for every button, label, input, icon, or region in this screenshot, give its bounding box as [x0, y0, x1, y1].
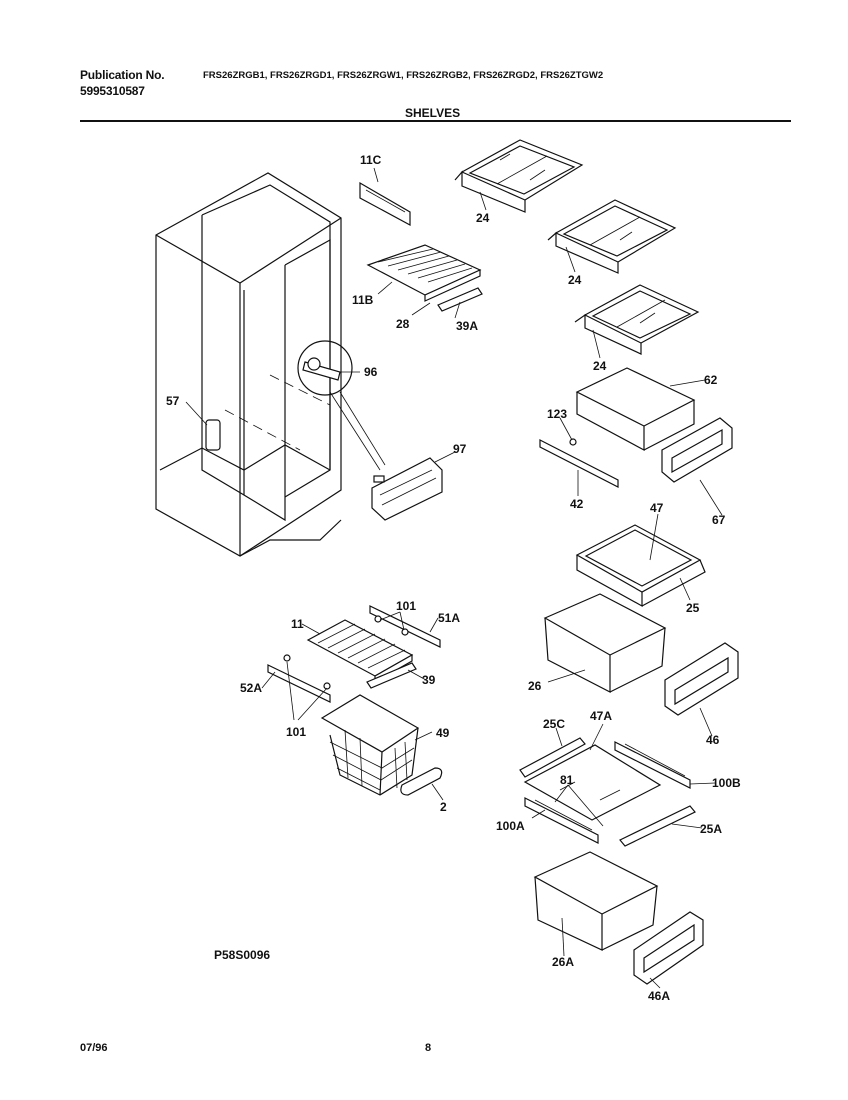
callout-81: 81 [560, 773, 574, 787]
leader-lines [185, 167, 723, 989]
part-96 [297, 340, 386, 471]
refrigerator-cabinet [155, 172, 342, 557]
part-67-bin-front [661, 417, 733, 483]
callout-46a: 46A [648, 989, 670, 1003]
publication-number: 5995310587 [80, 84, 145, 98]
callout-46: 46 [706, 733, 720, 747]
part-97 [371, 457, 443, 521]
callout-62: 62 [704, 373, 718, 387]
callout-24-a: 24 [476, 211, 490, 225]
callout-26: 26 [528, 679, 542, 693]
callout-100a: 100A [496, 819, 525, 833]
callout-labels: 11C 11B 28 39A 96 57 97 24 24 24 62 123 … [166, 153, 741, 1003]
part-49-wire-basket [320, 694, 420, 796]
callout-47a: 47A [590, 709, 612, 723]
callout-25c: 25C [543, 717, 565, 731]
callout-25: 25 [686, 601, 700, 615]
callout-11c: 11C [360, 153, 382, 167]
part-46a-drawer-front [633, 911, 704, 985]
section-title: SHELVES [405, 106, 461, 120]
part-100b-rail [614, 741, 691, 789]
part-11b-wire-shelf [366, 244, 483, 312]
callout-28: 28 [396, 317, 410, 331]
part-11c [359, 181, 411, 227]
part-42-rail [539, 438, 619, 488]
callout-25a: 25A [700, 822, 722, 836]
part-46-drawer-front [664, 642, 739, 716]
part-2-handle [400, 767, 443, 796]
callout-49: 49 [436, 726, 450, 740]
callout-96: 96 [364, 365, 378, 379]
part-25c-trim [519, 737, 586, 778]
part-52a-rail [267, 654, 331, 703]
part-47-crisper-cover [575, 524, 706, 608]
callout-100b: 100B [712, 776, 741, 790]
callout-39a: 39A [456, 319, 478, 333]
callout-67: 67 [712, 513, 726, 527]
part-39-rail [366, 662, 417, 689]
callout-101-a: 101 [396, 599, 416, 613]
callout-11: 11 [291, 617, 304, 631]
callout-24-c: 24 [593, 359, 607, 373]
part-51a-rail [369, 605, 441, 648]
callout-11b: 11B [352, 293, 374, 307]
part-26-crisper-drawer [543, 593, 667, 693]
part-25a-trim [619, 805, 696, 847]
callout-47: 47 [650, 501, 664, 515]
footer-date: 07/96 [80, 1042, 108, 1054]
part-62-bin [575, 367, 696, 452]
publication-label: Publication No. [80, 68, 165, 82]
part-100a-rail [524, 797, 599, 844]
callout-52a: 52A [240, 681, 262, 695]
footer-page-number: 8 [425, 1042, 432, 1054]
callout-24-b: 24 [568, 273, 582, 287]
callout-42: 42 [570, 497, 584, 511]
callout-39: 39 [422, 673, 436, 687]
part-24-glass-shelf-1 [454, 139, 584, 213]
part-26a-drawer [533, 851, 659, 951]
header-rule [80, 120, 791, 122]
diagram-code: P58S0096 [214, 948, 270, 962]
callout-57: 57 [166, 394, 180, 408]
part-24-glass-shelf-3 [574, 284, 700, 355]
callout-97: 97 [453, 442, 467, 456]
part-24-glass-shelf-2 [547, 199, 677, 274]
callout-51a: 51A [438, 611, 460, 625]
callout-101-b: 101 [286, 725, 306, 739]
callout-26a: 26A [552, 955, 574, 969]
model-list: FRS26ZRGB1, FRS26ZRGD1, FRS26ZRGW1, FRS2… [203, 70, 604, 81]
callout-2: 2 [440, 800, 447, 814]
callout-123: 123 [547, 407, 567, 421]
